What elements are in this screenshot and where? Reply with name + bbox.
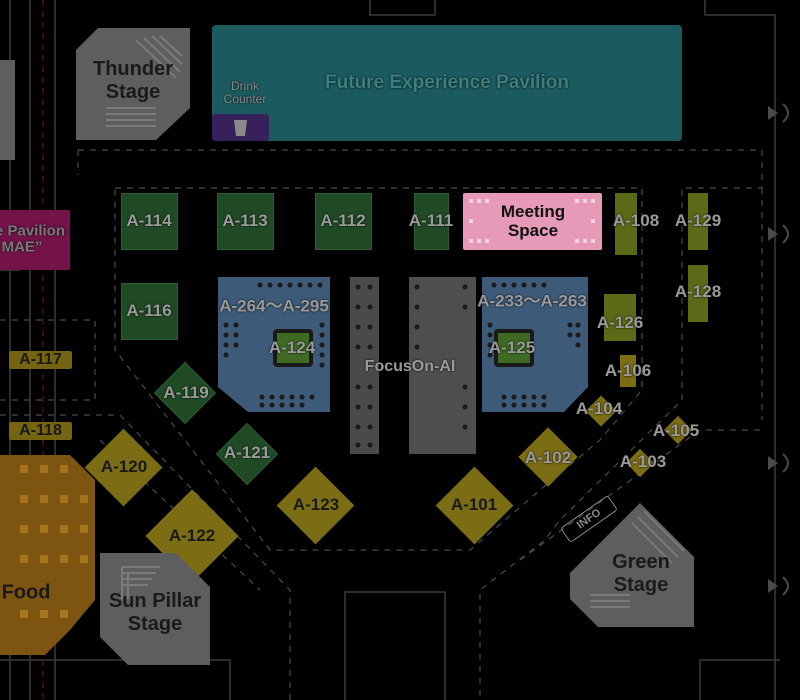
booth-a105-label: A-105	[652, 421, 700, 440]
booth-a116[interactable]	[121, 283, 178, 340]
food-area[interactable]	[0, 455, 100, 655]
thunder-stage-label: Thunder Stage	[93, 58, 173, 103]
booth-a112-label: A-112	[320, 211, 366, 230]
booth-a113[interactable]	[217, 193, 274, 250]
drink-cup-icon	[234, 120, 247, 136]
booth-a118[interactable]: A-118	[9, 422, 72, 440]
green-stage[interactable]	[570, 503, 694, 627]
booth-a106[interactable]	[620, 355, 636, 387]
booth-a129[interactable]	[688, 193, 708, 250]
left-pavilion-label-line2: MAE”	[1, 238, 43, 256]
booth-a113-label: A-113	[222, 211, 268, 230]
booth-a116-label: A-116	[126, 301, 172, 320]
block-a233-a263[interactable]	[482, 277, 588, 412]
booth-a126[interactable]	[604, 294, 636, 341]
green-stage-label: Green Stage	[612, 551, 670, 596]
left-pavilion[interactable]	[0, 210, 70, 270]
booth-a119-label: A-119	[163, 383, 209, 402]
booth-a128[interactable]	[688, 265, 708, 322]
focus-on-ai-label: FocusOn-AI	[364, 358, 456, 375]
booth-a114[interactable]	[121, 193, 178, 250]
future-experience-pavilion-label: Future Experience Pavilion	[325, 72, 569, 93]
drink-counter[interactable]	[212, 114, 269, 141]
block-a264-a295[interactable]	[218, 277, 330, 412]
booth-a108[interactable]	[615, 193, 637, 255]
booth-a106-label: A-106	[604, 361, 652, 380]
block-a264-a295-label: A-264～A-295	[219, 296, 329, 316]
meeting-space-label: Meeting Space	[500, 202, 566, 240]
booth-a122-label: A-122	[168, 526, 216, 545]
thunder-stage[interactable]	[76, 28, 190, 140]
sun-pillar-stage[interactable]	[100, 553, 210, 665]
left-pavilion-label-line1: e Pavilion	[0, 222, 66, 240]
drink-counter-label: Drink Counter	[223, 79, 267, 106]
booth-a108-label: A-108	[612, 211, 660, 230]
future-experience-pavilion[interactable]	[212, 25, 682, 141]
booth-a111-label: A-111	[408, 211, 454, 230]
meeting-space[interactable]	[463, 193, 602, 250]
booth-a114-label: A-114	[126, 211, 172, 230]
sun-pillar-stage-label: Sun Pillar Stage	[108, 590, 202, 635]
block-a233-a263-label: A-233～A-263	[477, 291, 587, 311]
meeting-space-seats	[469, 199, 595, 243]
booth-a104-label: A-104	[575, 399, 623, 418]
booth-a125-label: A-125	[488, 338, 536, 357]
booth-a117[interactable]: A-117	[9, 351, 72, 369]
booth-a112[interactable]	[315, 193, 372, 250]
booth-a124-label: A-124	[268, 338, 316, 357]
booth-a111[interactable]	[414, 193, 449, 250]
focus-on-ai-right[interactable]	[409, 277, 476, 454]
booth-a101-label: A-101	[450, 495, 498, 514]
booth-a126-label: A-126	[596, 313, 644, 332]
booth-a121-label: A-121	[223, 443, 271, 462]
booth-a120-label: A-120	[100, 457, 148, 476]
booth-a102-label: A-102	[524, 448, 572, 467]
focus-on-ai-left-dots	[355, 284, 373, 448]
booth-a128-label: A-128	[674, 282, 722, 301]
food-label: Food	[1, 581, 51, 604]
focus-on-ai-left[interactable]	[350, 277, 379, 454]
booth-a129-label: A-129	[674, 211, 722, 230]
booth-a123-label: A-123	[292, 495, 340, 514]
focus-on-ai-right-dots	[414, 284, 468, 430]
booth-a103-label: A-103	[619, 452, 667, 471]
